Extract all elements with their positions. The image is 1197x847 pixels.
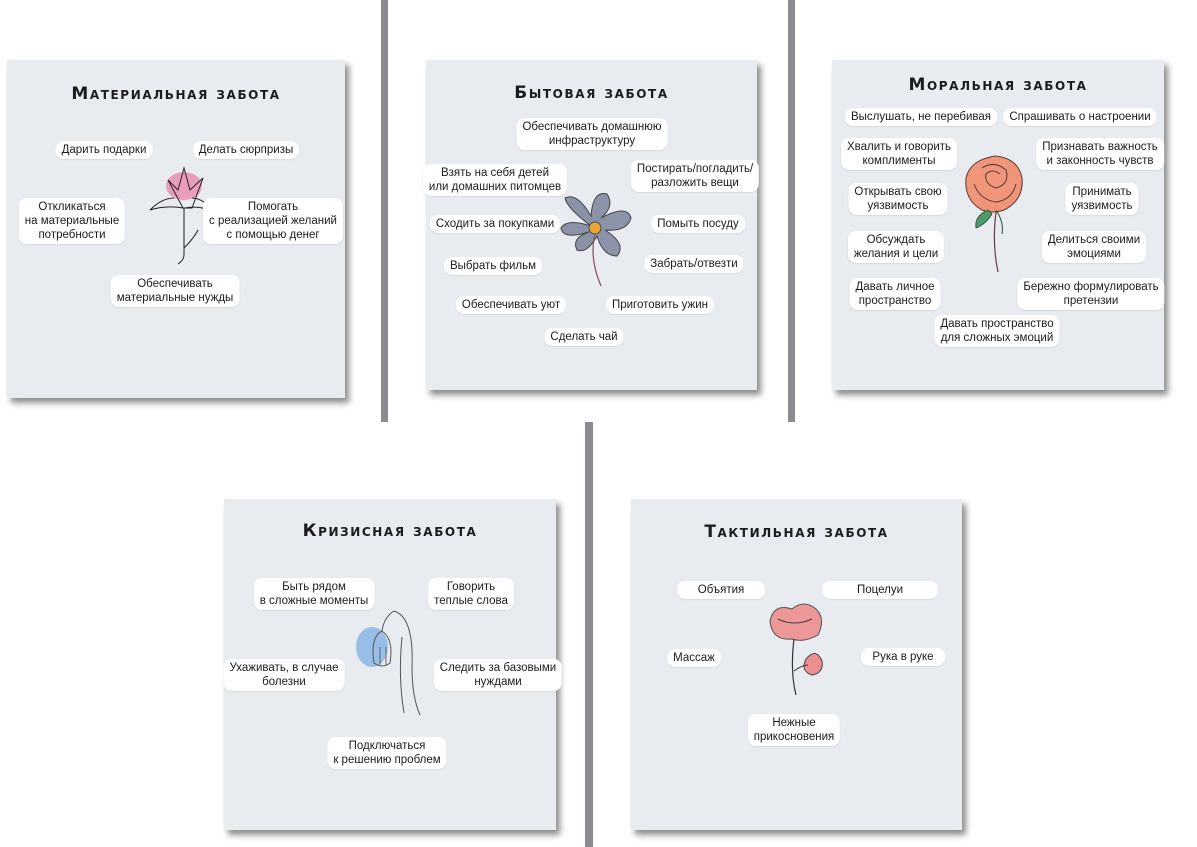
list-item: Говорить теплые слова bbox=[428, 578, 514, 610]
card-title: Материальная забота bbox=[71, 84, 281, 104]
list-item: Выслушать, не перебивая bbox=[844, 108, 998, 126]
card-household-care: Бытовая забота Обеспечивать домашнюю инф… bbox=[422, 60, 760, 390]
snowdrop-icon bbox=[356, 610, 421, 716]
poppy-icon bbox=[769, 603, 823, 696]
list-item: Давать пространство для сложных эмоций bbox=[934, 315, 1060, 347]
divider-vertical-3 bbox=[585, 422, 593, 847]
list-item: Открывать свою уязвимость bbox=[848, 183, 948, 215]
list-item: Быть рядом в сложные моменты bbox=[253, 578, 375, 610]
list-item: Объятия bbox=[677, 581, 765, 599]
card-moral-care: Моральная забота Выслушать, не перебивая… bbox=[832, 60, 1165, 390]
cosmos-flower-icon bbox=[560, 192, 632, 287]
divider-vertical-1 bbox=[381, 0, 388, 422]
list-item: Нежные прикосновения bbox=[747, 714, 841, 746]
list-item: Обсуждать желания и цели bbox=[847, 231, 945, 263]
list-item: Давать личное пространство bbox=[849, 278, 941, 310]
list-item: Сделать чай bbox=[544, 328, 624, 346]
list-item: Подключаться к решению проблем bbox=[327, 737, 447, 769]
list-item: Поцелуи bbox=[822, 581, 938, 599]
card-title: Бытовая забота bbox=[514, 83, 669, 103]
card-title: Тактильная забота bbox=[704, 522, 889, 542]
list-item: Делиться своими эмоциями bbox=[1041, 231, 1147, 263]
list-item: Помыть посуду bbox=[651, 215, 745, 233]
list-item: Обеспечивать уют bbox=[455, 296, 567, 314]
divider-vertical-2 bbox=[788, 0, 795, 422]
card-material-care: Материальная забота Дарить подарки Делат… bbox=[7, 60, 345, 398]
list-item: Забрать/отвезти bbox=[644, 255, 744, 273]
card-title: Кризисная забота bbox=[302, 521, 478, 541]
list-item: Рука в руке bbox=[861, 648, 945, 666]
card-title: Моральная забота bbox=[908, 75, 1088, 95]
list-item: Делать сюрпризы bbox=[192, 141, 300, 159]
list-item: Спрашивать о настроении bbox=[1003, 108, 1157, 126]
list-item: Следить за базовыми нуждами bbox=[433, 659, 563, 691]
list-item: Помогать с реализацией желаний с помощью… bbox=[203, 198, 343, 244]
card-tactile-care: Тактильная забота Объятия Поцелуи Массаж… bbox=[631, 499, 962, 830]
rose-icon bbox=[965, 155, 1023, 273]
list-item: Обеспечивать домашнюю инфраструктуру bbox=[516, 118, 668, 150]
list-item: Ухаживать, в случае болезни bbox=[223, 659, 345, 691]
list-item: Приготовить ужин bbox=[605, 296, 715, 314]
card-crisis-care: Кризисная забота Быть рядом в сложные мо… bbox=[223, 499, 563, 830]
list-item: Массаж bbox=[667, 649, 721, 667]
list-item: Хвалить и говорить комплименты bbox=[840, 138, 958, 170]
lily-icon bbox=[149, 166, 215, 265]
list-item: Признавать важность и законность чувств bbox=[1036, 138, 1164, 170]
list-item: Бережно формулировать претензии bbox=[1017, 278, 1165, 310]
list-item: Дарить подарки bbox=[55, 141, 153, 159]
list-item: Обеспечивать материальные нужды bbox=[110, 275, 240, 307]
list-item: Постирать/погладить/ разложить вещи bbox=[630, 160, 760, 192]
list-item: Принимать уязвимость bbox=[1065, 183, 1139, 215]
list-item: Откликаться на материальные потребности bbox=[18, 198, 126, 244]
list-item: Взять на себя детей или домашних питомце… bbox=[422, 164, 568, 196]
list-item: Сходить за покупками bbox=[429, 215, 561, 233]
list-item: Выбрать фильм bbox=[443, 257, 543, 275]
